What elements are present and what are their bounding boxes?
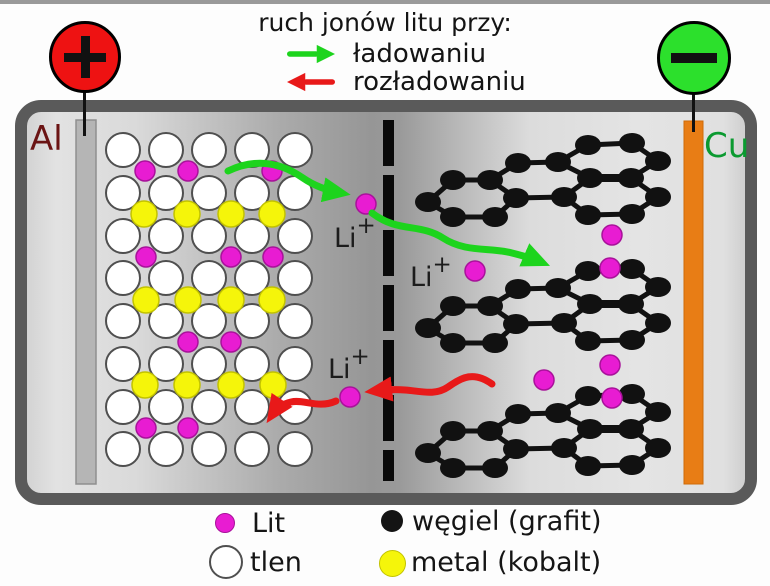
charge-label: ładowaniu [353,39,487,69]
charge-arrow-icon [287,44,335,64]
charge-arrow-shaft [287,51,319,57]
carbon-legend-label: węgiel (grafit) [412,506,602,537]
bottom-legend: Lit tlen węgiel (grafit) metal (kobalt) [0,505,770,586]
discharge-label: rozładowaniu [353,67,526,97]
diagram-title: ruch jonów litu przy: [258,8,512,37]
carbon-legend-dot [381,510,403,532]
lithium-legend-dot [215,513,235,533]
discharge-arrow-shaft [303,79,335,85]
positive-terminal [49,21,121,93]
top-border-strip [0,0,770,4]
lithium-legend-label: Lit [252,508,286,539]
oxygen-legend-label: tlen [250,547,302,578]
legend-charge-row: ładowaniu [287,39,487,69]
discharge-arrow-head [287,72,306,92]
discharge-arrow-icon [287,72,335,92]
oxygen-legend-dot [209,545,243,579]
plus-icon-vertical-bar [80,36,90,78]
positive-wire [83,88,86,136]
legend-discharge-row: rozładowaniu [287,67,526,97]
negative-terminal [657,21,731,95]
negative-wire [692,92,695,132]
battery-cell [15,100,757,505]
cobalt-legend-label: metal (kobalt) [411,547,602,578]
cobalt-legend-dot [379,550,406,577]
minus-icon [671,53,717,63]
charge-arrow-head [316,44,335,64]
